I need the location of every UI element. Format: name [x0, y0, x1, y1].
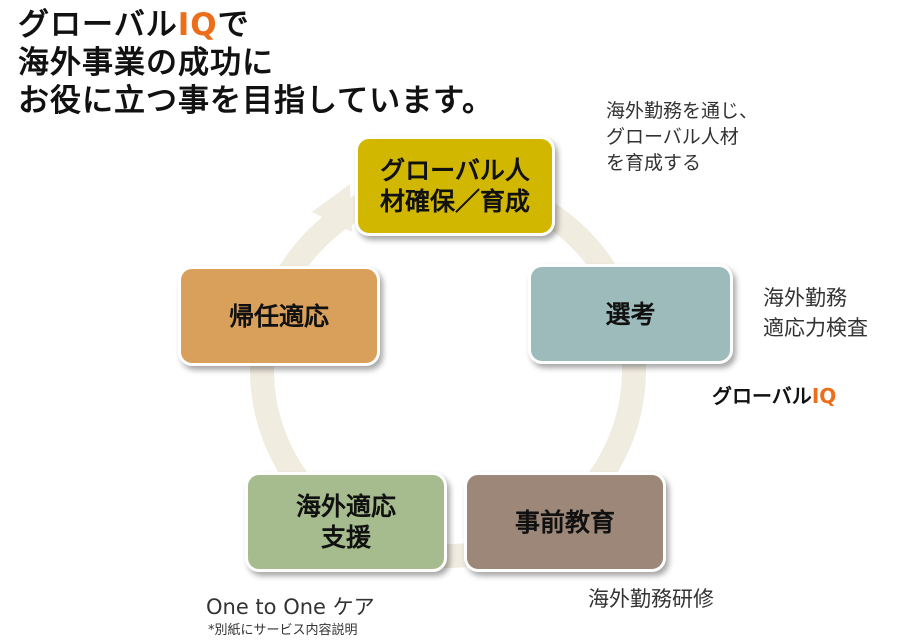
- note-one-to-one: One to One ケア: [206, 595, 375, 619]
- headline-brand-prefix: グローバル: [18, 7, 178, 43]
- cycle-arrow-head: [312, 184, 352, 232]
- brand-accent: IQ: [811, 384, 837, 408]
- headline-line-2: 海外事業の成功に: [18, 45, 274, 81]
- brand-prefix: グローバル: [712, 384, 812, 408]
- step-overseas-support: 海外適応 支援: [245, 472, 447, 572]
- step-pre-training: 事前教育: [464, 472, 666, 572]
- step-repatriation: 帰任適応: [178, 266, 380, 366]
- step-selection: 選考: [528, 264, 733, 364]
- step-global-talent: グローバル人 材確保／育成: [355, 136, 555, 236]
- note-pre-training: 海外勤務研修: [588, 587, 714, 611]
- headline-line-1-suffix: で: [217, 7, 250, 43]
- headline: グローバルIQで 海外事業の成功に お役に立つ事を目指しています。: [18, 6, 494, 120]
- note-selection: 海外勤務 適応力検査: [763, 286, 868, 340]
- note-service-detail: *別紙にサービス内容説明: [208, 623, 358, 638]
- brand-logo: グローバルIQ: [712, 380, 836, 409]
- note-global-talent: 海外勤務を通じ、 グローバル人材 を育成する: [606, 100, 759, 174]
- headline-line-1: グローバルIQで: [18, 6, 494, 44]
- headline-brand-accent: IQ: [177, 7, 218, 43]
- headline-line-3: お役に立つ事を目指しています。: [18, 83, 494, 119]
